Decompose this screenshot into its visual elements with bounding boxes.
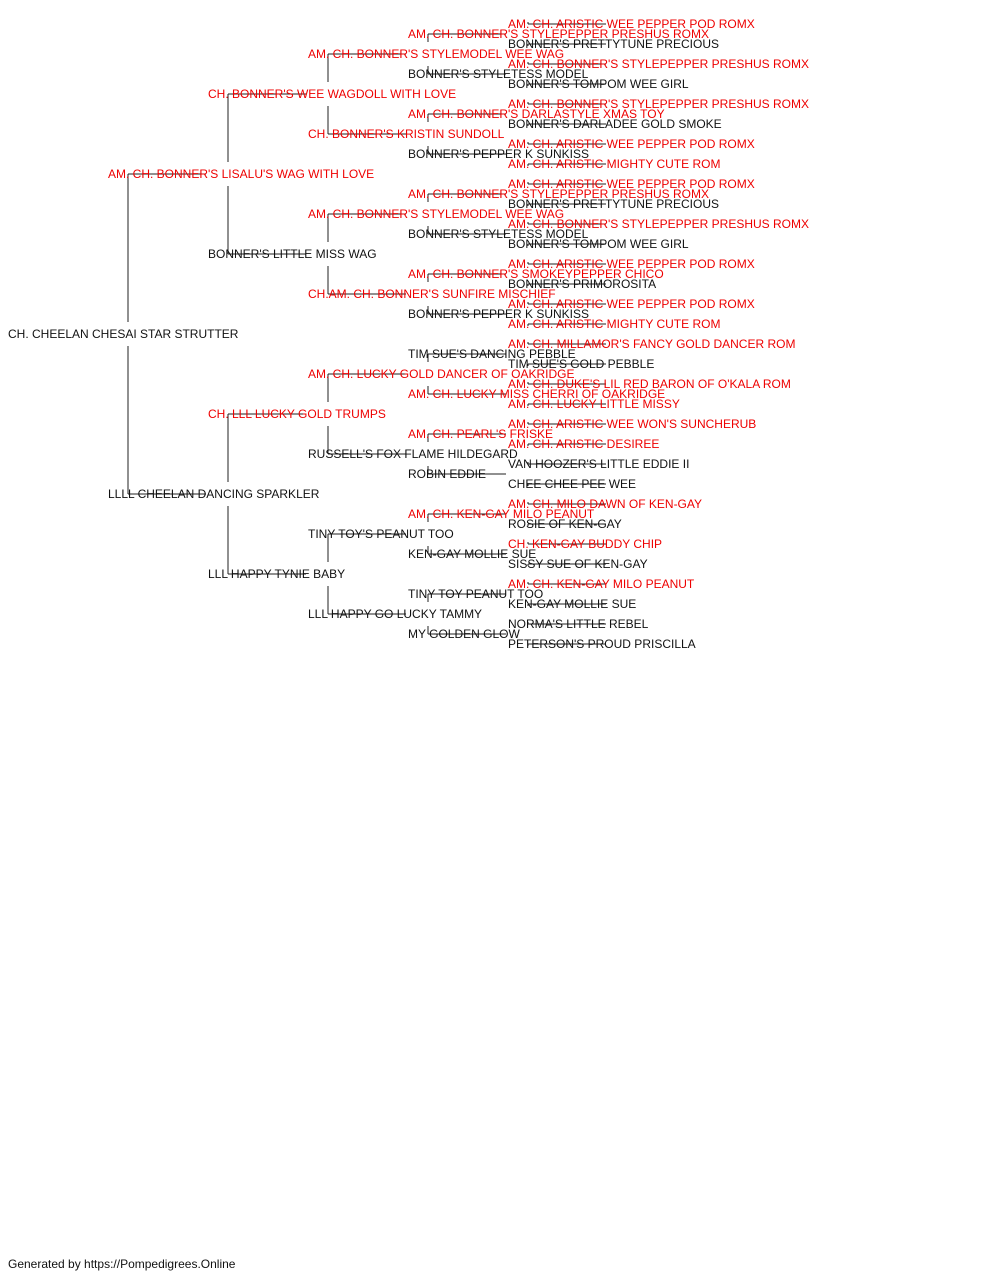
pedigree-name-dam-sire-dam-dam: ROBIN EDDIE [408,467,486,481]
pedigree-name-sire-sire-dam-sire-dam: BONNER'S DARLADEE GOLD SMOKE [508,117,722,131]
pedigree-name-sire-dam-sire-sire: AM. CH. BONNER'S STYLEPEPPER PRESHUS ROM… [408,187,709,201]
pedigree-name-sire-dam-dam-sire-dam: BONNER'S PRIMOROSITA [508,277,656,291]
pedigree-name-sire-dam-sire-sire-dam: BONNER'S PRETTYTUNE PRECIOUS [508,197,719,211]
pedigree-name-sire-sire-dam-dam: BONNER'S PEPPER K SUNKISS [408,147,589,161]
pedigree-name-sire-sire-sire-dam: BONNER'S STYLETESS MODEL [408,67,589,81]
pedigree-names: CH. CHEELAN CHESAI STAR STRUTTER AM. CH. … [8,17,809,651]
pedigree-name-sire-dam-dam-sire: AM. CH. BONNER'S SMOKEYPEPPER CHICO [408,267,664,281]
pedigree-name-sire-sire-sire-dam-dam: BONNER'S TOMPOM WEE GIRL [508,77,689,91]
pedigree-name-sire-sire-dam-sire: AM. CH. BONNER'S DARLASTYLE XMAS TOY [408,107,665,121]
pedigree-name-dam-dam-dam-dam-dam: PETERSON'S PROUD PRISCILLA [508,637,696,651]
pedigree-name-dam-sire-dam-dam-sire: VAN HOOZER'S LITTLE EDDIE II [508,457,689,471]
pedigree-name-sire-dam-sire-dam-dam: BONNER'S TOMPOM WEE GIRL [508,237,689,251]
pedigree-name-dam-sire-dam-sire-sire: AM. CH. ARISTIC WEE WON'S SUNCHERUB [508,417,756,431]
pedigree-connectors [127,22,606,646]
pedigree-name-dam-dam-dam-dam-sire: NORMA'S LITTLE REBEL [508,617,649,631]
pedigree-name-dam-dam-sire-sire-dam: ROSIE OF KEN-GAY [508,517,622,531]
pedigree-name-sire-dam-sire-sire-sire: AM. CH. ARISTIC WEE PEPPER POD ROMX [508,177,755,191]
pedigree-name-dam-dam: LLL HAPPY TYNIE BABY [208,567,345,581]
pedigree-name-dam-dam-sire-dam: KEN-GAY MOLLIE SUE [408,547,536,561]
footer-credit: Generated by https://Pompedigrees.Online [8,1257,236,1271]
pedigree-name-subject: CH. CHEELAN CHESAI STAR STRUTTER [8,327,239,341]
pedigree-name-dam-dam-dam-sire-sire: AM. CH. KEN-GAY MILO PEANUT [508,577,695,591]
pedigree-name-sire-sire-sire-sire-sire: AM. CH. ARISTIC WEE PEPPER POD ROMX [508,17,755,31]
pedigree-name-sire-sire-dam: CH. BONNER'S KRISTIN SUNDOLL [308,127,505,141]
pedigree-name-dam-sire-sire-dam-dam: AM. CH. LUCKY LITTLE MISSY [508,397,680,411]
pedigree-name-sire-sire-dam-dam-dam: AM. CH. ARISTIC MIGHTY CUTE ROM [508,157,720,171]
pedigree-name-sire: AM. CH. BONNER'S LISALU'S WAG WITH LOVE [108,167,374,181]
pedigree-name-dam-dam-sire-sire: AM. CH. KEN-GAY MILO PEANUT [408,507,595,521]
pedigree-name-sire-dam-dam-dam: BONNER'S PEPPER K SUNKISS [408,307,589,321]
pedigree-name-sire-dam-dam: CH.AM. CH. BONNER'S SUNFIRE MISCHIEF [308,287,556,301]
pedigree-name-sire-sire-sire-sire: AM. CH. BONNER'S STYLEPEPPER PRESHUS ROM… [408,27,709,41]
pedigree-name-dam-dam-sire-sire-sire: AM. CH. MILO DAWN OF KEN-GAY [508,497,702,511]
pedigree-name-dam-dam-dam-dam: MY GOLDEN GLOW [408,627,520,641]
pedigree-name-sire-sire-sire-dam-sire: AM. CH. BONNER'S STYLEPEPPER PRESHUS ROM… [508,57,809,71]
pedigree-name-sire-dam-sire-dam: BONNER'S STYLETESS MODEL [408,227,589,241]
pedigree-name-dam-sire: CH. LLL LUCKY GOLD TRUMPS [208,407,386,421]
pedigree-name-dam-sire-dam-sire-dam: AM. CH. ARISTIC DESIREE [508,437,659,451]
pedigree-name-dam-sire-sire-dam-sire: AM. CH. DUKE'S LIL RED BARON OF O'KALA R… [508,377,791,391]
pedigree-name-dam-sire-dam-sire: AM. CH. PEARL'S FRISKE [408,427,553,441]
pedigree-name-dam-dam-dam-sire-dam: KEN-GAY MOLLIE SUE [508,597,636,611]
pedigree-name-sire-sire-sire-sire-dam: BONNER'S PRETTYTUNE PRECIOUS [508,37,719,51]
pedigree-name-sire-sire-dam-dam-sire: AM. CH. ARISTIC WEE PEPPER POD ROMX [508,137,755,151]
pedigree-name-sire-dam-sire: AM. CH. BONNER'S STYLEMODEL WEE WAG [308,207,564,221]
pedigree-name-sire-sire-sire: AM. CH. BONNER'S STYLEMODEL WEE WAG [308,47,564,61]
pedigree-name-dam-dam-sire-dam-dam: SISSY SUE OF KEN-GAY [508,557,648,571]
pedigree-name-dam-dam-sire-dam-sire: CH. KEN-GAY BUDDY CHIP [508,537,662,551]
pedigree-name-dam-sire-dam: RUSSELL'S FOX FLAME HILDEGARD [308,447,518,461]
pedigree-name-dam-dam-dam: LLL HAPPY GO LUCKY TAMMY [308,607,482,621]
pedigree-name-dam: LLLL CHEELAN DANCING SPARKLER [108,487,320,501]
pedigree-name-sire-dam-sire-dam-sire: AM. CH. BONNER'S STYLEPEPPER PRESHUS ROM… [508,217,809,231]
pedigree-name-sire-dam-dam-dam-dam: AM. CH. ARISTIC MIGHTY CUTE ROM [508,317,720,331]
pedigree-name-sire-sire-dam-sire-sire: AM. CH. BONNER'S STYLEPEPPER PRESHUS ROM… [508,97,809,111]
pedigree-name-sire-dam-dam-sire-sire: AM. CH. ARISTIC WEE PEPPER POD ROMX [508,257,755,271]
pedigree-name-dam-dam-dam-sire: TINY TOY PEANUT TOO [408,587,543,601]
pedigree-name-dam-sire-sire-dam: AM. CH. LUCKY MISS CHERRI OF OAKRIDGE [408,387,665,401]
pedigree-name-dam-sire-dam-dam-dam: CHEE CHEE PEE WEE [508,477,636,491]
pedigree-name-dam-dam-sire: TINY TOY'S PEANUT TOO [308,527,454,541]
pedigree-name-dam-sire-sire-sire: TIM SUE'S DANCING PEBBLE [408,347,576,361]
pedigree-name-sire-sire: CH. BONNER'S WEE WAGDOLL WITH LOVE [208,87,456,101]
pedigree-name-dam-sire-sire-sire-dam: TIM SUE'S GOLD PEBBLE [508,357,654,371]
pedigree-name-sire-dam: BONNER'S LITTLE MISS WAG [208,247,377,261]
pedigree-name-sire-dam-dam-dam-sire: AM. CH. ARISTIC WEE PEPPER POD ROMX [508,297,755,311]
pedigree-name-dam-sire-sire: AM. CH. LUCKY GOLD DANCER OF OAKRIDGE [308,367,575,381]
pedigree-name-dam-sire-sire-sire-sire: AM. CH. MILLAMOR'S FANCY GOLD DANCER ROM [508,337,795,351]
